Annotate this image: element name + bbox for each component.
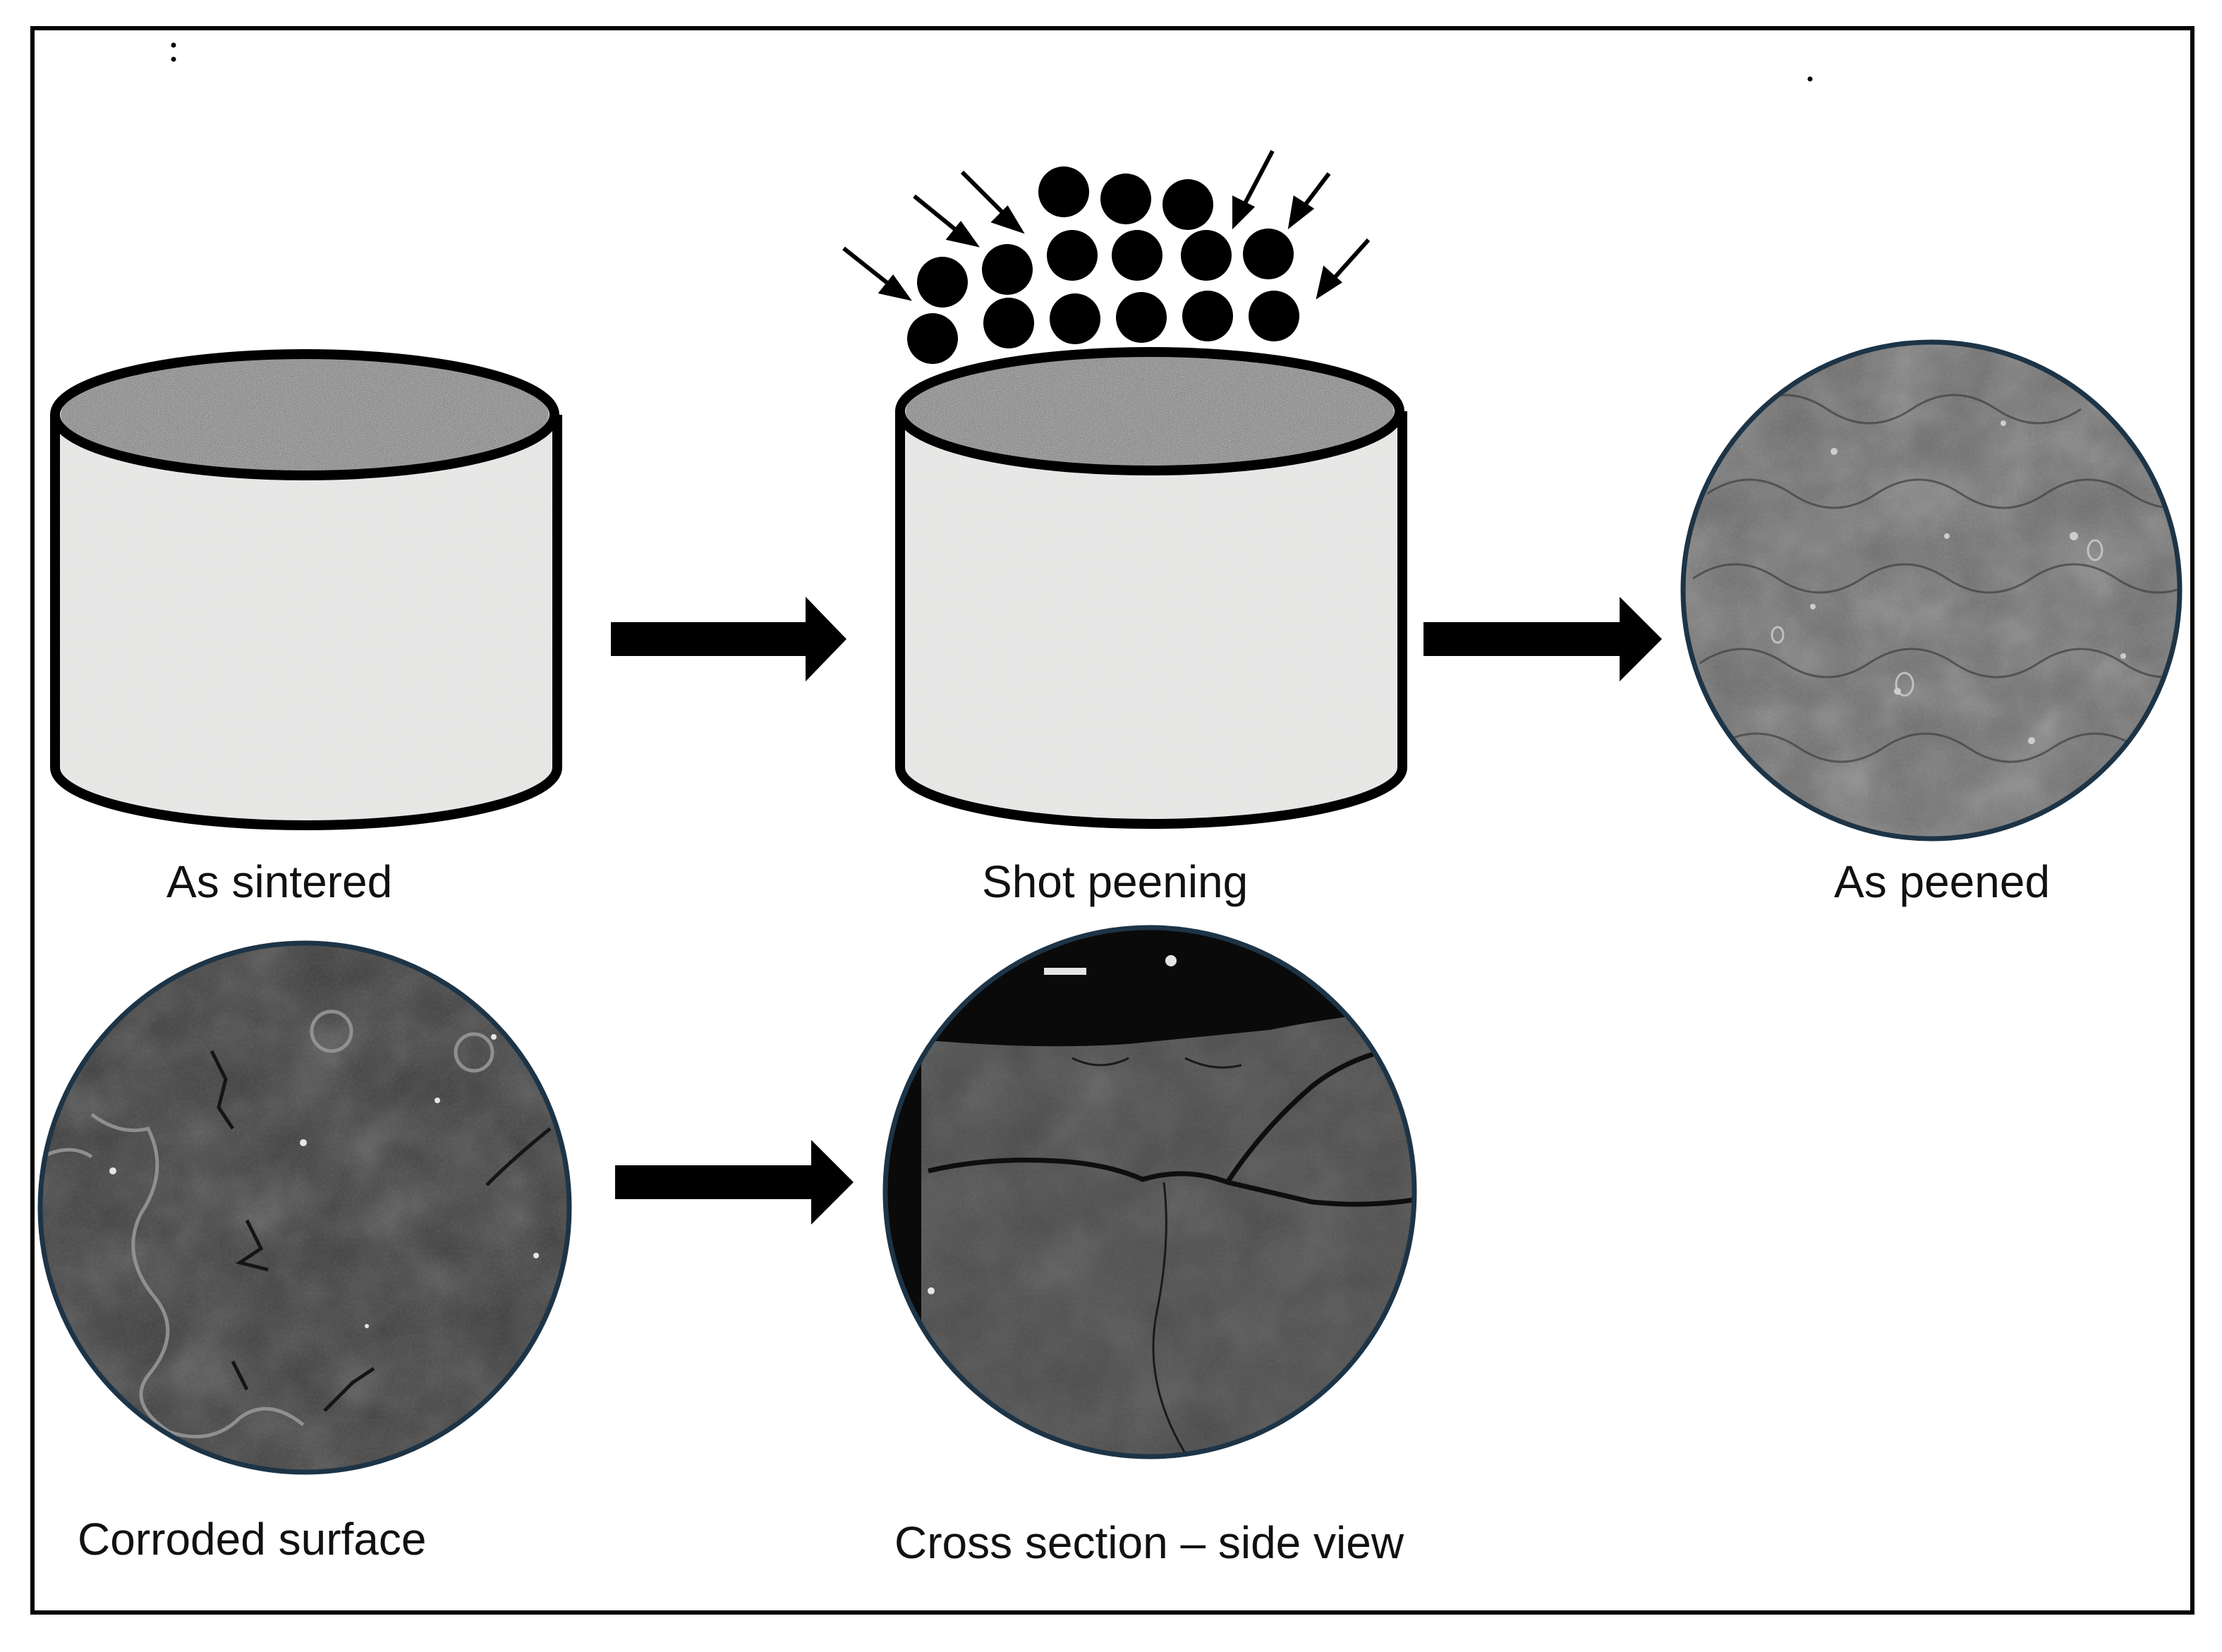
process-arrow-icon	[611, 597, 846, 681]
as-peened-micrograph	[1680, 339, 2182, 842]
shot-peening-cylinder	[895, 347, 1407, 829]
process-arrow-icon	[615, 1140, 854, 1225]
figure-frame	[30, 26, 2194, 1615]
as-sintered-cylinder	[50, 349, 562, 830]
step-label-as-peened: As peened	[1834, 856, 2051, 907]
step-label-corroded-surface: Corroded surface	[78, 1514, 427, 1565]
shot-media	[907, 166, 1299, 364]
corroded-surface-micrograph	[37, 940, 572, 1475]
step-label-cross-section: Cross section – side view	[894, 1517, 1404, 1568]
stray-marks	[171, 42, 1813, 82]
shot-impact-arrow-icon	[842, 150, 1371, 301]
step-label-shot-peening: Shot peening	[982, 856, 1249, 907]
process-arrow-icon	[1423, 597, 1662, 681]
step-label-as-sintered: As sintered	[166, 856, 393, 907]
cross-section-micrograph	[882, 925, 1417, 1459]
